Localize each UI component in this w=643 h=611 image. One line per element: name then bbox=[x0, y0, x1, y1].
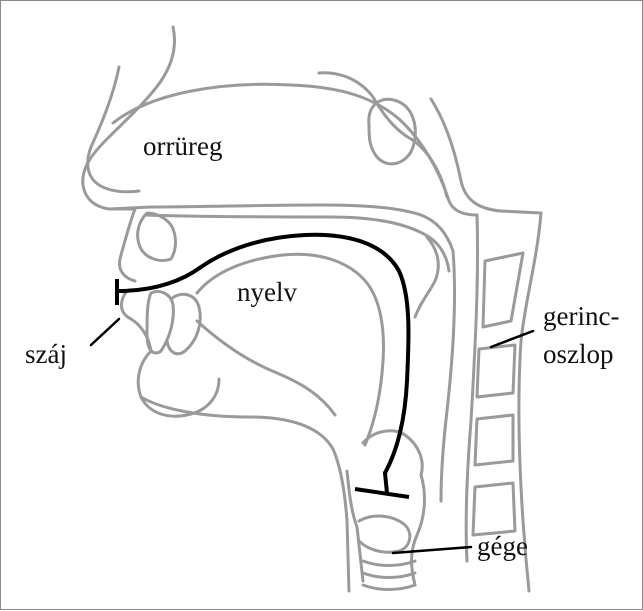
vocal-fold-region bbox=[359, 516, 410, 552]
tube-path bbox=[117, 235, 409, 473]
trachea-ring-1 bbox=[363, 561, 415, 566]
upper-incisor bbox=[138, 213, 176, 261]
vertebra-4 bbox=[473, 483, 515, 535]
vertebra-1 bbox=[483, 253, 523, 327]
nasal-cavity-floor bbox=[109, 205, 453, 251]
label-larynx: gége bbox=[477, 531, 528, 561]
chin-outline bbox=[138, 351, 219, 416]
label-nasal-cavity: orrüreg bbox=[143, 131, 222, 161]
label-spine-line1: gerinc- bbox=[543, 301, 619, 331]
label-tongue: nyelv bbox=[237, 277, 297, 307]
tube-stopper-larynx bbox=[355, 489, 409, 497]
label-spine-line2: oszlop bbox=[543, 339, 614, 369]
upper-lip bbox=[120, 209, 135, 281]
spine-anterior-edge bbox=[466, 215, 477, 561]
soft-palate bbox=[415, 237, 438, 317]
sphenoid-sinus bbox=[369, 99, 415, 164]
hard-palate bbox=[145, 215, 449, 271]
nostril-line bbox=[88, 67, 139, 192]
leader-mouth bbox=[91, 319, 119, 345]
vertebra-2 bbox=[477, 345, 515, 397]
jaw-and-neck-front bbox=[141, 397, 349, 591]
anatomy-outline bbox=[83, 27, 541, 591]
pharynx-posterior-wall bbox=[441, 251, 455, 501]
trachea-ring-2 bbox=[363, 573, 415, 578]
vertebra-3 bbox=[475, 415, 513, 465]
label-mouth: száj bbox=[25, 339, 67, 369]
larynx-back bbox=[412, 475, 425, 585]
tube-larynx-segment bbox=[385, 473, 387, 493]
tongue-base bbox=[197, 321, 335, 415]
trachea-ring-3 bbox=[363, 585, 415, 590]
